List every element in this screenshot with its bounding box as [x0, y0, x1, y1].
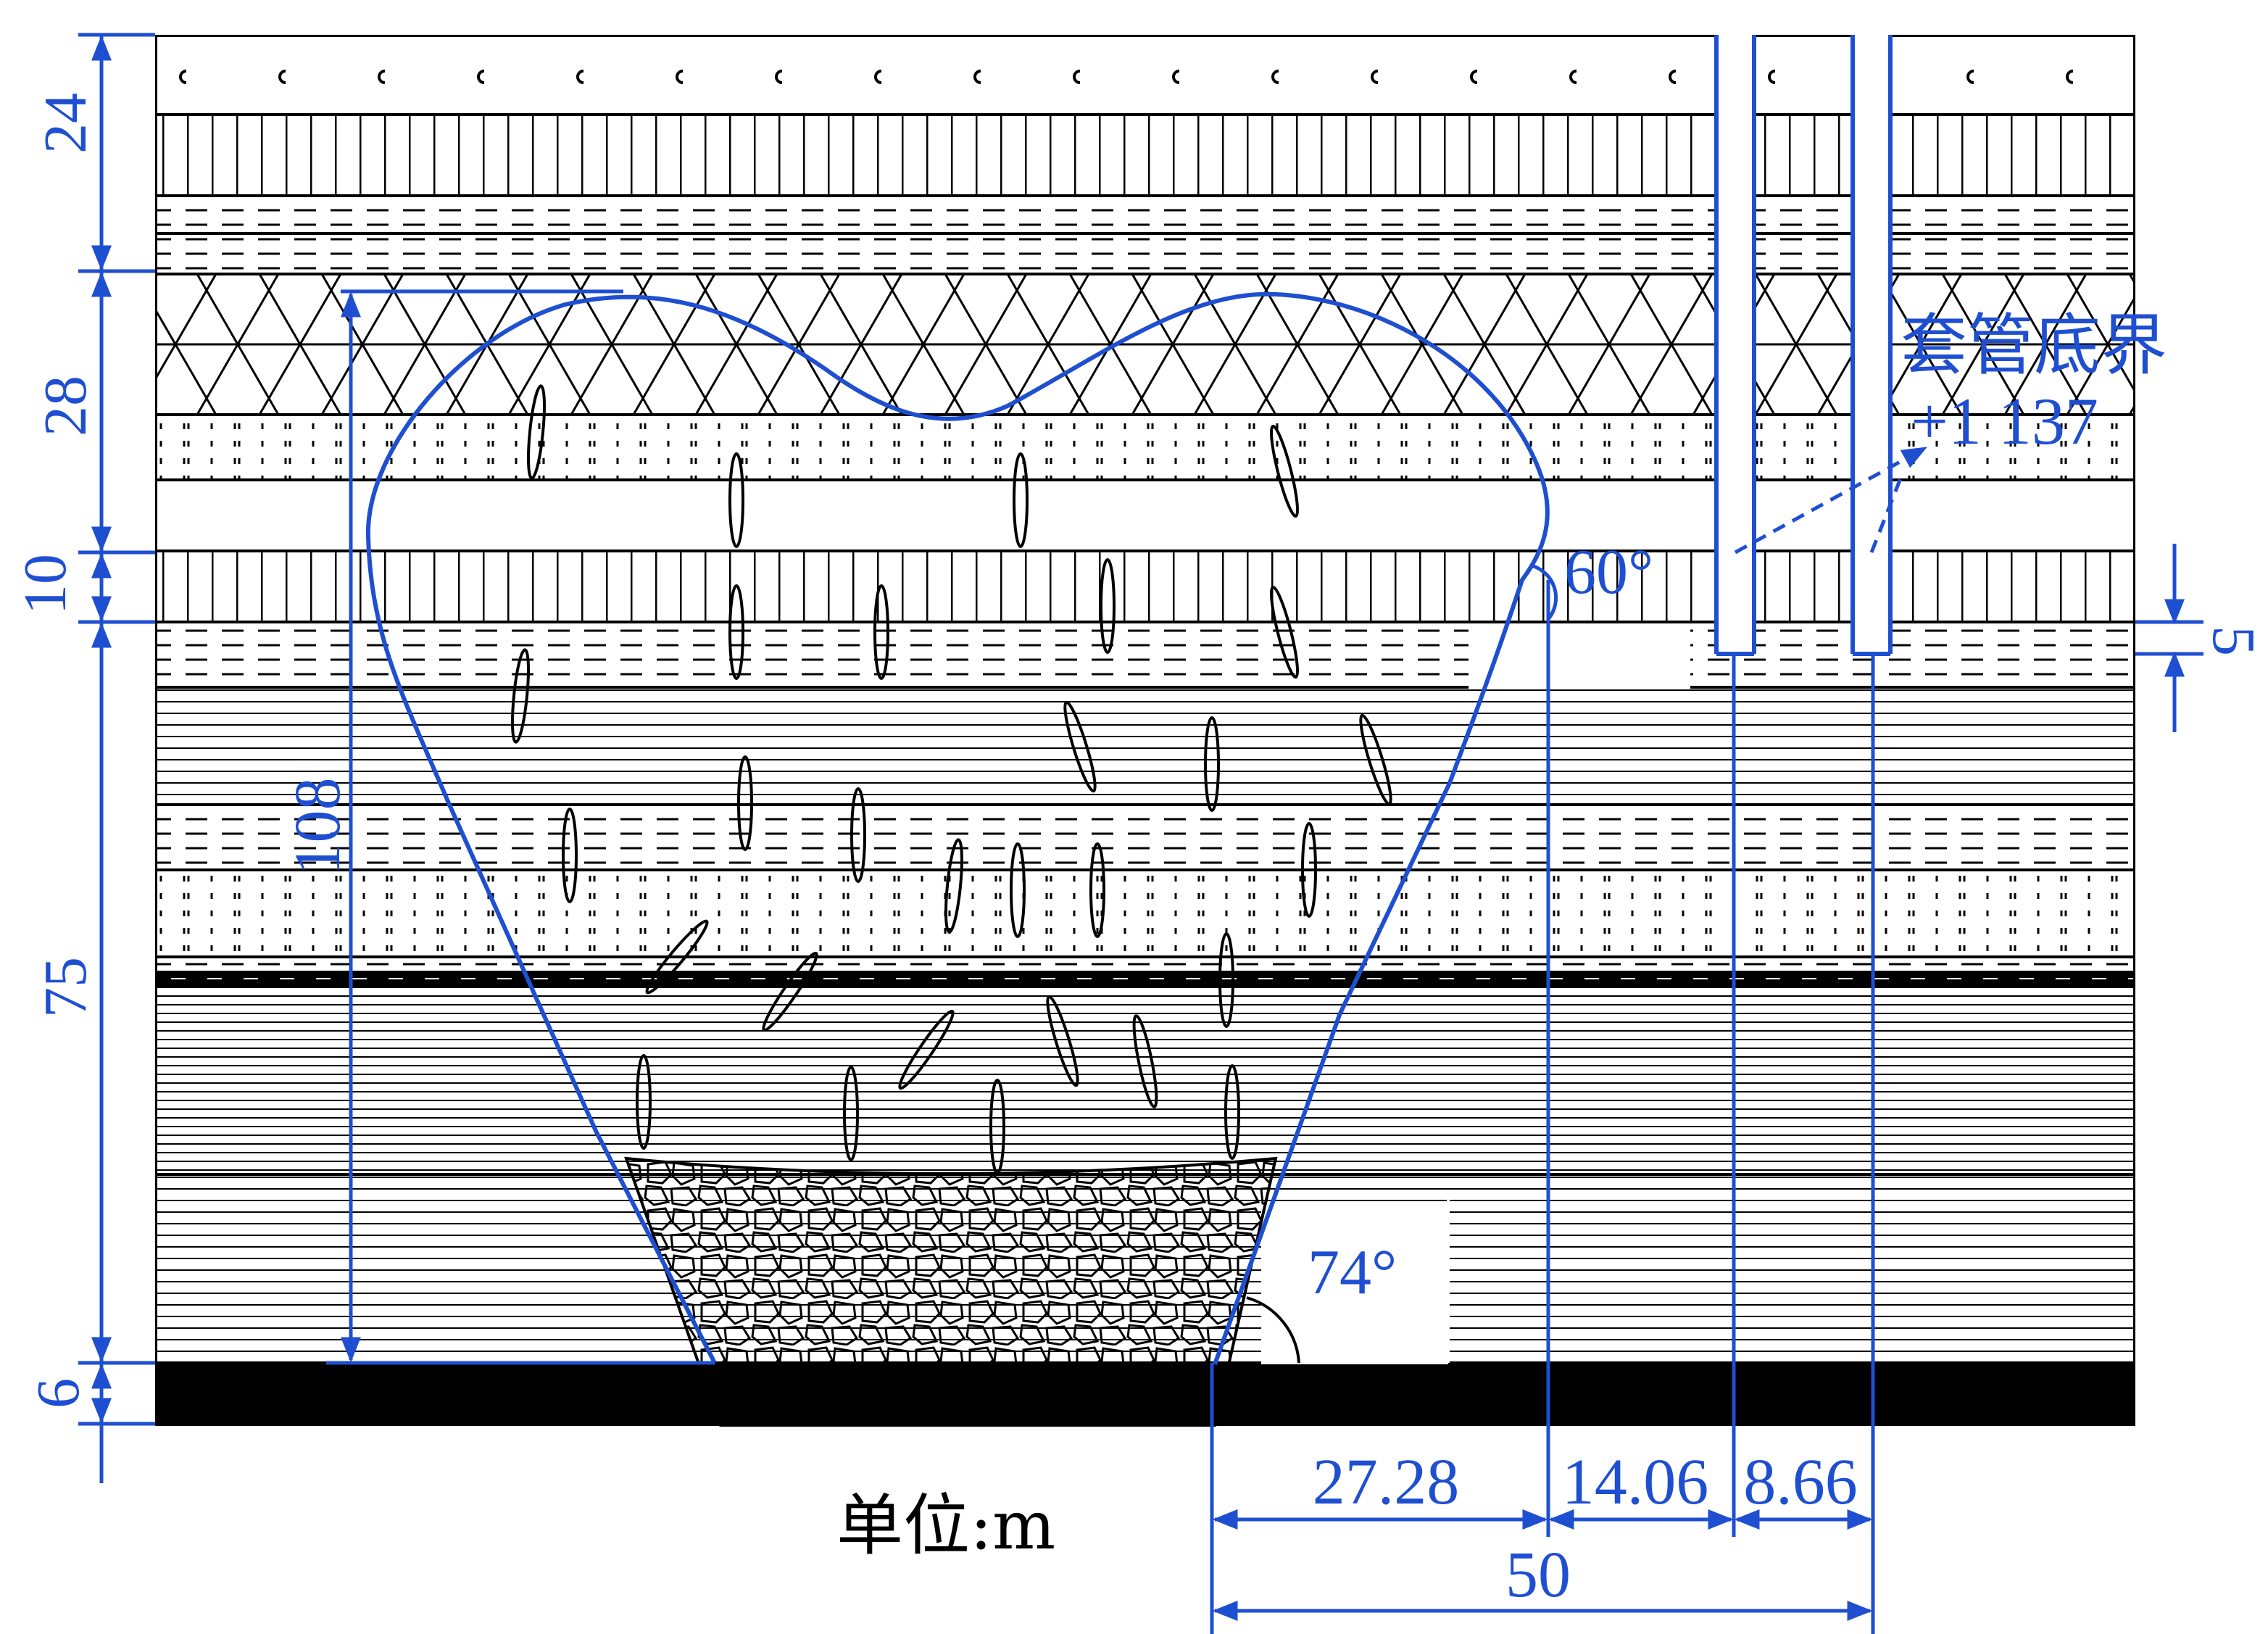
casing-pointer-1: [1734, 446, 1928, 555]
borehole-1-bore: [1716, 35, 1754, 654]
angle-60-arc: [1530, 563, 1558, 621]
dim-label-10: 10: [12, 554, 79, 615]
fracture-lens: [850, 787, 866, 883]
layer-dashed-shale-2: [155, 233, 2135, 274]
fracture-lens: [944, 838, 963, 934]
angle-74-label: 74°: [1308, 1237, 1397, 1308]
fracture-lens: [1013, 452, 1029, 548]
fracture-lens: [1010, 842, 1026, 938]
fracture-marks: [511, 384, 1392, 1174]
lattice-line: [2192, 274, 2268, 415]
fracture-lens: [1063, 700, 1097, 793]
fracture-lens: [562, 808, 578, 903]
layer-siltstone: [155, 415, 2135, 480]
layer-vertical-hatch-2: [155, 551, 2135, 622]
casing-pointer-2: [1869, 478, 1903, 553]
right-dim-label-5: 5: [2200, 626, 2267, 656]
bottom-dim-total-50: 50: [1505, 1539, 1571, 1611]
casing-bottom-title: 套管底界: [1901, 307, 2167, 384]
fracture-lens: [737, 755, 753, 851]
layer-siltstone-2: [155, 870, 2135, 957]
casing-bottom-elevation: +1 137: [1911, 384, 2098, 458]
fracture-lens: [843, 1066, 859, 1161]
fracture-lens: [1301, 822, 1317, 918]
fracture-lens: [1269, 585, 1300, 679]
fracture-lens: [1100, 558, 1116, 654]
fracture-lens: [989, 1079, 1005, 1174]
fracture-lens: [511, 648, 530, 744]
layer-dashed-shale-3: [155, 622, 2135, 687]
layer-dashed-shale: [155, 196, 2135, 233]
dim-label-75: 75: [32, 957, 99, 1018]
fracture-lens: [728, 584, 744, 680]
angle-60-label: 60°: [1564, 537, 1653, 607]
fracture-lens: [762, 951, 818, 1032]
fracture-lens: [1204, 716, 1220, 812]
angle-74-arc: [1246, 1296, 1300, 1364]
fracture-lens: [898, 1009, 955, 1090]
layer-vertical-hatch: [155, 115, 2135, 196]
cave-outline: [365, 291, 1550, 1366]
white-gap-1: [1469, 623, 1690, 689]
fracture-lens: [527, 384, 546, 480]
fracture-lens: [1132, 1014, 1158, 1108]
unit-label: 单位:m: [836, 1487, 1055, 1564]
text-layer: 24 28 10 75 6 108 套管底界 +1 137 60° 74° 5 …: [12, 93, 2267, 1611]
bottom-dim-27-28: 27.28: [1313, 1446, 1460, 1518]
dim-label-28: 28: [32, 376, 99, 436]
fracture-lens: [1269, 424, 1300, 518]
lattice-line: [2254, 274, 2268, 415]
fracture-lens: [1359, 713, 1392, 806]
layer-laminated-mudstone: [155, 986, 2135, 1174]
collapse-rubble-pile: [624, 1156, 1278, 1427]
lattice-line: [2254, 274, 2268, 415]
cave-height-label: 108: [282, 778, 354, 876]
lattice-line: [2192, 274, 2268, 415]
fracture-lens: [1224, 1064, 1240, 1160]
fracture-lens: [1089, 842, 1105, 938]
dim-label-6: 6: [25, 1378, 92, 1409]
layer-dashed-shale-4: [155, 805, 2135, 870]
dimension-overlay: [78, 33, 2203, 1634]
fracture-lens: [645, 919, 709, 995]
fracture-lens: [1046, 995, 1079, 1087]
layer-fine-laminated: [155, 687, 2135, 805]
borehole-2-bore: [1853, 35, 1890, 654]
fracture-lens: [873, 584, 889, 680]
strata-column: [155, 35, 2268, 1427]
fracture-lens: [728, 452, 744, 548]
dim-label-24: 24: [32, 93, 99, 154]
rubble-in-seam: [720, 1363, 1215, 1424]
fracture-lens: [636, 1054, 652, 1150]
layer-white: [155, 480, 2135, 551]
fracture-lens: [1218, 932, 1234, 1028]
bottom-dim-14-06: 14.06: [1562, 1446, 1709, 1518]
layer-conglomerate: [155, 35, 2135, 115]
bottom-dim-8-66: 8.66: [1743, 1446, 1858, 1518]
